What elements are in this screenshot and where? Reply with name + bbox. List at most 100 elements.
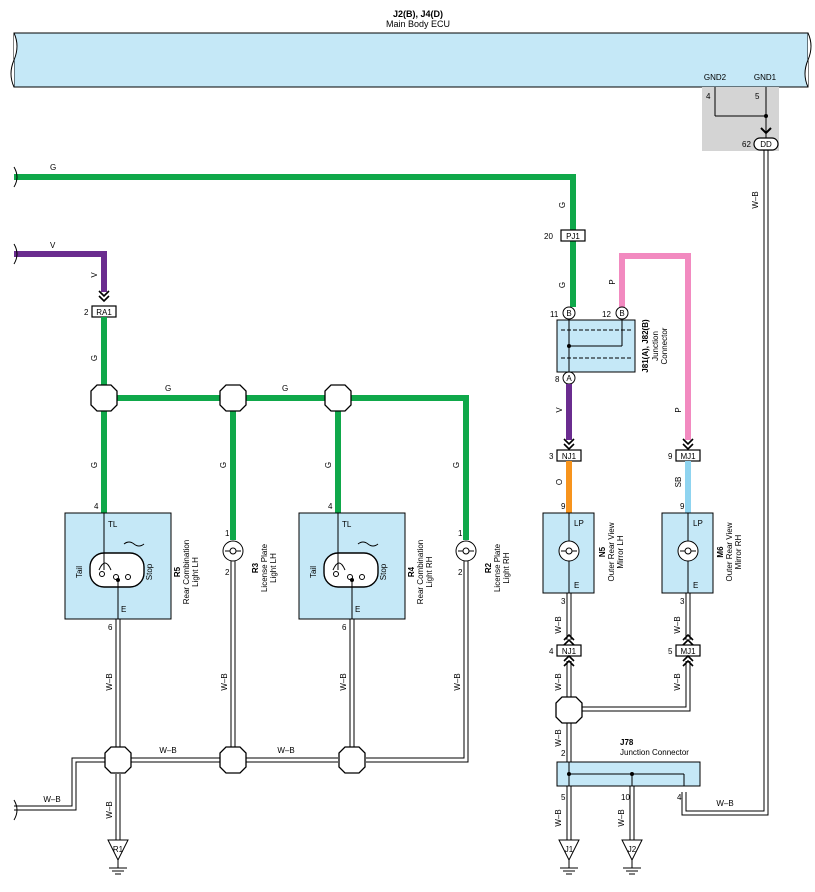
n5-name-1: Outer Rear View: [607, 522, 616, 581]
wire-label-v: V: [90, 272, 99, 278]
m6-pin-out: 3: [680, 597, 685, 606]
wire-label-v: V: [50, 241, 56, 250]
j81-term-b: B: [619, 309, 624, 318]
j78-pin-10: 10: [621, 793, 630, 802]
connector-dd-label: DD: [760, 140, 772, 149]
ecu-pin-gnd1: GND1: [754, 73, 777, 82]
wire-label-g: G: [452, 462, 461, 468]
wire-label-wb: W–B: [220, 673, 229, 690]
wire-label-g: G: [558, 282, 567, 288]
main-body-ecu: J2(B), J4(D) Main Body ECU GND2 GND1: [10, 9, 812, 88]
r2-pin-in: 1: [458, 529, 463, 538]
connector-ra1-label: RA1: [96, 308, 112, 317]
r4-name-1: Rear Combination: [416, 540, 425, 604]
junction-connector-j81: B B A 11 12 8 J81(A), J82(B) Junction Co…: [550, 306, 669, 385]
n5-e: E: [574, 581, 579, 590]
connector-mj1-bottom-label: MJ1: [680, 647, 696, 656]
wire-label-wb: W–B: [554, 673, 563, 690]
wire-label-g: G: [90, 355, 99, 361]
j78-pin-2: 2: [561, 749, 566, 758]
m6-pin-in: 9: [680, 502, 685, 511]
r5-code: R5: [173, 566, 182, 577]
r5-tl: TL: [108, 520, 118, 529]
connector-mj1-bottom-pin: 5: [668, 647, 673, 656]
ground-j1: J1: [558, 839, 580, 875]
wire-label-g: G: [324, 462, 333, 468]
r4-tail: Tail: [309, 566, 318, 578]
wire-label-wb: W–B: [554, 729, 563, 746]
wire-g-distribution: [101, 317, 469, 540]
ecu-pin-gnd2: GND2: [704, 73, 727, 82]
j78-pin-4: 4: [677, 793, 682, 802]
n5-pin-out: 3: [561, 597, 566, 606]
j81-term-b: B: [566, 309, 571, 318]
j81-pin-8: 8: [555, 375, 560, 384]
j81-pin-11: 11: [550, 310, 559, 319]
ground-j2-label: J2: [628, 845, 637, 854]
wire-label-g: G: [165, 384, 171, 393]
rear-combination-light-rh-r4: TL Tail Stop E 4 6 R4 Rear Combination L…: [298, 502, 434, 632]
connector-ra1-pin: 2: [84, 308, 89, 317]
wire-label-wb: W–B: [554, 809, 563, 826]
r4-tl: TL: [342, 520, 352, 529]
wire-label-wb: W–B: [339, 673, 348, 690]
j78-name: Junction Connector: [620, 748, 689, 757]
r3-name-1: License Plate: [260, 543, 269, 592]
m6-name-1: Outer Rear View: [725, 522, 734, 581]
wire-label-wb: W–B: [673, 673, 682, 690]
connector-pj1-label: PJ1: [566, 232, 580, 241]
j78-code: J78: [620, 738, 634, 747]
wire-label-g: G: [90, 462, 99, 468]
wire-label-wb: W–B: [716, 799, 733, 808]
ecu-code: J2(B), J4(D): [393, 9, 443, 19]
mirror-rh-m6: LP E 3 M6 Outer Rear View Mirror RH: [661, 512, 743, 606]
connector-nj1-bottom-pin: 4: [549, 647, 554, 656]
r4-e: E: [355, 605, 360, 614]
r3-code: R3: [251, 562, 260, 573]
j81-name-1: Junction: [651, 331, 660, 361]
wire-label-wb: W–B: [673, 616, 682, 633]
connector-pj1-pin: 20: [544, 232, 553, 241]
connector-mj1-top-label: MJ1: [680, 452, 696, 461]
j81-code: J81(A), J82(B): [641, 319, 650, 373]
m6-e: E: [693, 581, 698, 590]
r5-e: E: [121, 605, 126, 614]
wire-p: [619, 253, 691, 440]
splice-point: [555, 696, 583, 724]
ecu-name: Main Body ECU: [386, 19, 450, 29]
m6-code: M6: [716, 546, 725, 558]
ecu-pin-num-4: 4: [706, 92, 711, 101]
connector-mj1-top-pin: 9: [668, 452, 673, 461]
ground-j2: J2: [621, 839, 643, 875]
r2-code: R2: [484, 562, 493, 573]
connector-dd: [753, 137, 779, 151]
connector-nj1-top-label: NJ1: [562, 452, 577, 461]
r5-name-2: Light LH: [191, 557, 200, 587]
j81-name-2: Connector: [660, 327, 669, 364]
wire-label-sb: SB: [674, 477, 683, 488]
connector-dd-pin: 62: [742, 140, 751, 149]
wire-label-o: O: [555, 479, 564, 485]
wire-label-wb: W–B: [159, 746, 176, 755]
r5-pin-in: 4: [94, 502, 99, 511]
r2-name-2: Light RH: [502, 552, 511, 583]
ecu-pin-num-5: 5: [755, 92, 760, 101]
n5-code: N5: [598, 546, 607, 557]
wire-label-p: P: [608, 279, 617, 284]
license-plate-light-rh-r2: 1 2 R2 License Plate Light RH: [455, 529, 511, 592]
wire-label-g: G: [282, 384, 288, 393]
n5-pin-in: 9: [561, 502, 566, 511]
m6-name-2: Mirror RH: [734, 534, 743, 569]
wire-label-wb: W–B: [453, 673, 462, 690]
wire-label-g: G: [50, 163, 56, 172]
r4-code: R4: [407, 566, 416, 577]
r5-tail: Tail: [75, 566, 84, 578]
wire-label-wb: W–B: [43, 795, 60, 804]
r3-pin-in: 1: [225, 529, 230, 538]
r4-name-2: Light RH: [425, 556, 434, 587]
m6-lp: LP: [693, 519, 703, 528]
wire-g-main: [14, 174, 576, 307]
wire-label-wb: W–B: [617, 809, 626, 826]
rear-combination-light-lh-r5: TL Tail Stop E 4 6 R5 Rear Combination L…: [64, 502, 200, 632]
